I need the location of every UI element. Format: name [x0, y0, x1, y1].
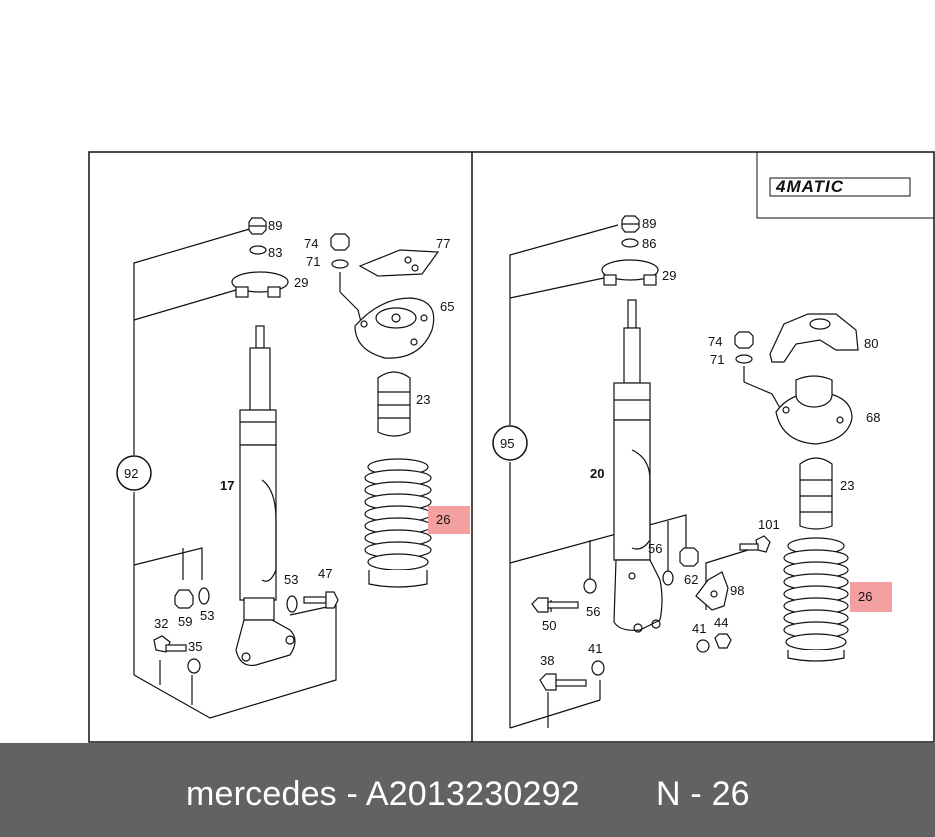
label-77: 77 — [436, 236, 450, 251]
label-74-left: 74 — [304, 236, 318, 251]
label-62: 62 — [684, 572, 698, 587]
label-80: 80 — [864, 336, 878, 351]
label-38: 38 — [540, 653, 554, 668]
highlight-26-left — [428, 506, 470, 534]
svg-text:92: 92 — [124, 466, 138, 481]
label-23-left: 23 — [416, 392, 430, 407]
footer-bar: mercedes - A2013230292 N - 26 — [0, 743, 935, 837]
highlight-26-right — [850, 582, 892, 612]
label-50: 50 — [542, 618, 556, 633]
label-101: 101 — [758, 517, 780, 532]
callout-95: 95 — [492, 425, 528, 461]
label-20: 20 — [590, 466, 604, 481]
footer-part-number: mercedes - A2013230292 — [186, 775, 580, 813]
right-panel — [509, 215, 859, 729]
label-26-left: 26 — [436, 512, 450, 527]
label-59: 59 — [178, 614, 192, 629]
label-26-right: 26 — [858, 589, 872, 604]
label-65: 65 — [440, 299, 454, 314]
label-44: 44 — [714, 615, 728, 630]
boot-left — [364, 458, 432, 588]
label-41-lower: 41 — [588, 641, 602, 656]
boot-right — [783, 537, 849, 662]
4matic-badge: 4MATIC — [756, 152, 934, 219]
label-23-right: 23 — [840, 478, 854, 493]
label-17: 17 — [220, 478, 234, 493]
callout-92: 92 — [116, 455, 152, 491]
label-83: 83 — [268, 245, 282, 260]
svg-text:95: 95 — [500, 436, 514, 451]
left-panel — [133, 217, 440, 719]
label-98: 98 — [730, 583, 744, 598]
label-53-upper: 53 — [284, 572, 298, 587]
label-35: 35 — [188, 639, 202, 654]
label-86: 86 — [642, 236, 656, 251]
label-68: 68 — [866, 410, 880, 425]
label-56-lower: 56 — [586, 604, 600, 619]
label-71-right: 71 — [710, 352, 724, 367]
label-47: 47 — [318, 566, 332, 581]
label-74-right: 74 — [708, 334, 722, 349]
label-56-upper: 56 — [648, 541, 662, 556]
label-71-left: 71 — [306, 254, 320, 269]
label-89-right: 89 — [642, 216, 656, 231]
label-89-left: 89 — [268, 218, 282, 233]
label-41-upper: 41 — [692, 621, 706, 636]
label-53-lower: 53 — [200, 608, 214, 623]
label-29-right: 29 — [662, 268, 676, 283]
label-29-left: 29 — [294, 275, 308, 290]
label-32: 32 — [154, 616, 168, 631]
footer-position: N - 26 — [656, 775, 750, 813]
4matic-badge-label: 4MATIC — [775, 177, 844, 196]
